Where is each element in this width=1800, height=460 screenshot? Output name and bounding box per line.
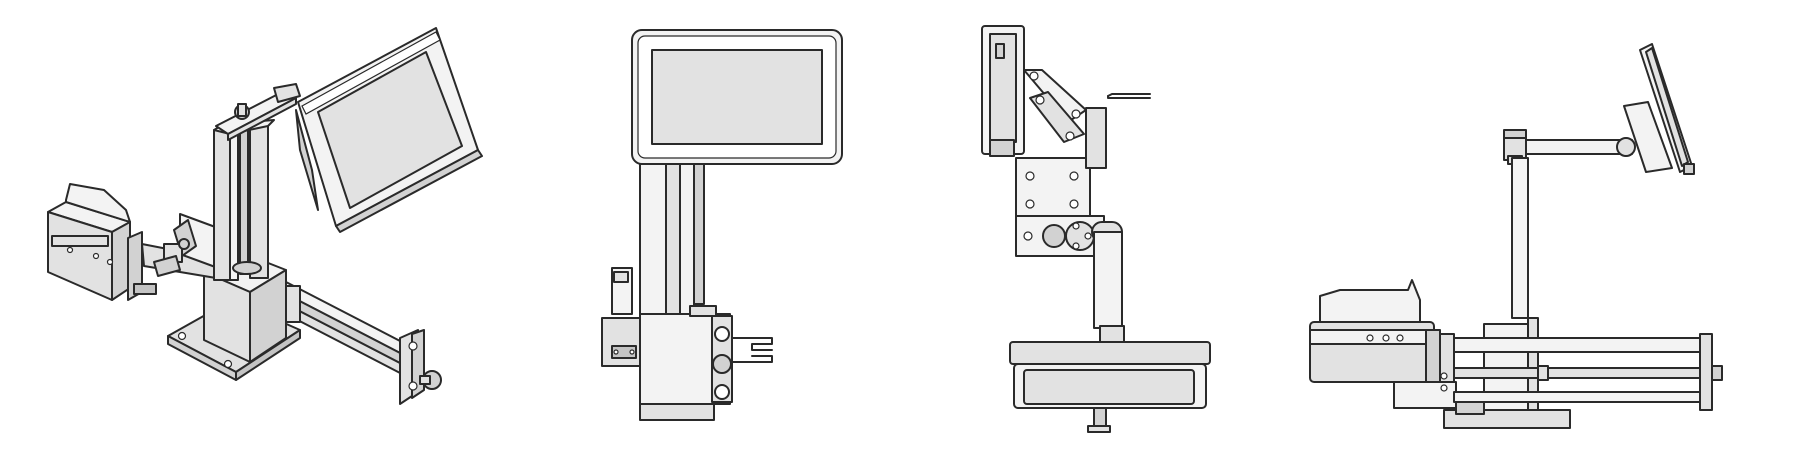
top-knob-icon[interactable]	[1042, 224, 1066, 248]
vertical-posts	[213, 119, 275, 281]
isometric-view	[47, 27, 483, 405]
printhead-bracket	[141, 213, 219, 279]
printhead-top	[1009, 341, 1211, 433]
monitor-front	[631, 29, 843, 165]
column	[639, 163, 705, 321]
rail-ends	[731, 337, 773, 363]
printhead-side	[1309, 279, 1441, 383]
rail-end-plate	[399, 329, 442, 405]
side-view	[1309, 43, 1723, 429]
front-view	[601, 29, 843, 421]
monitor-top	[981, 25, 1025, 157]
mount-plate	[1015, 107, 1107, 217]
main-block-front	[639, 305, 733, 421]
connector-icon	[611, 345, 637, 359]
vertical-arm	[1091, 221, 1125, 345]
head-bracket	[601, 267, 643, 367]
top-clamp	[1015, 215, 1105, 257]
screen[interactable]	[317, 51, 463, 209]
side-post	[1511, 157, 1529, 319]
side-rails	[1453, 333, 1723, 411]
side-bracket	[1393, 333, 1457, 409]
top-view	[981, 25, 1211, 433]
clamp-knob-icon[interactable]	[178, 238, 190, 250]
monitor-isometric	[295, 27, 483, 233]
top-arm	[215, 83, 301, 141]
front-knob-icon[interactable]	[712, 354, 732, 374]
side-arm	[1503, 129, 1636, 165]
printhead	[47, 183, 157, 301]
linear-rails	[285, 281, 403, 375]
screen[interactable]	[651, 49, 823, 145]
monitor-side	[1623, 43, 1695, 175]
articulating-link	[1023, 69, 1151, 143]
screen-edge	[1645, 47, 1689, 167]
